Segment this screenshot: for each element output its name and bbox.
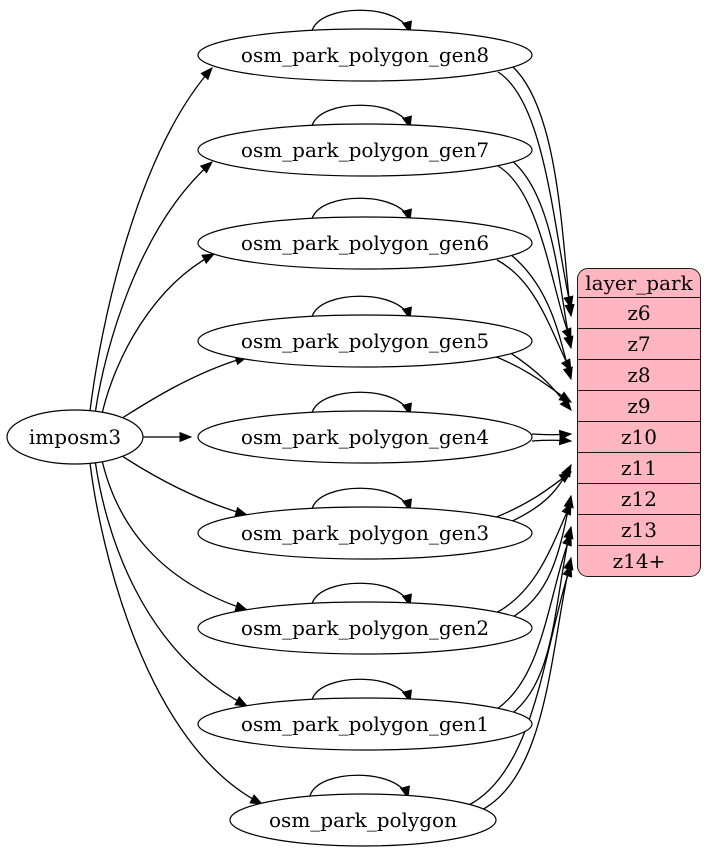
layer-park-table: layer_park z6 z7 z8 z9 z10 z11 z12 z13 z…: [577, 268, 701, 577]
edge-osm_park_polygon_gen4-to-osm_park_polygon_gen4: [311, 391, 412, 417]
edge-osm_park_polygon_gen8-to-osm_park_polygon_gen8: [311, 9, 412, 35]
node-osm-park-polygon-gen2: osm_park_polygon_gen2: [197, 601, 533, 655]
edge-imposm3-to-osm_park_polygon_gen3: [112, 449, 249, 517]
edge-osm_park_polygon_gen6-to-osm_park_polygon_gen6: [311, 197, 412, 223]
edge-osm_park_polygon_gen8-to-layer_park-z6: [497, 71, 574, 310]
edge-osm_park_polygon_gen4-to-layer_park-z10: [531, 434, 573, 446]
edge-osm_park_polygon_gen2-to-layer_park-z12: [508, 494, 574, 620]
edge-imposm3-to-osm_park_polygon_gen1: [94, 459, 249, 707]
edge-osm_park_polygon-to-osm_park_polygon: [309, 774, 410, 800]
edge-osm_park_polygon_gen2-to-osm_park_polygon_gen2: [311, 582, 412, 608]
node-osm-park-polygon-gen8: osm_park_polygon_gen8: [197, 28, 533, 82]
node-osm-park-polygon-gen6: osm_park_polygon_gen6: [197, 216, 533, 270]
edge-osm_park_polygon_gen3-to-osm_park_polygon_gen3: [311, 487, 412, 513]
edge-osm_park_polygon_gen1-to-layer_park-z13: [509, 525, 574, 716]
edge-osm_park_polygon_gen3-to-layer_park-z11: [505, 463, 572, 525]
gen8-ellipse: [197, 28, 533, 82]
node-osm-park-polygon: osm_park_polygon: [229, 793, 497, 847]
layer-row-z13: z13: [578, 514, 700, 545]
layer-park-header: layer_park: [585, 271, 693, 295]
layer-row-z9: z9: [578, 390, 700, 421]
gen6-ellipse: [197, 216, 533, 270]
edge-osm_park_polygon_gen7-to-layer_park-z7: [510, 159, 574, 350]
gen3-ellipse: [197, 506, 533, 560]
edge-imposm3-to-osm_park_polygon_gen5: [112, 355, 249, 425]
polygon-ellipse: [229, 793, 497, 847]
node-osm-park-polygon-gen3: osm_park_polygon_gen3: [197, 506, 533, 560]
edge-imposm3-to-osm_park_polygon_gen6: [100, 253, 216, 419]
gen7-label: osm_park_polygon_gen7: [241, 138, 489, 162]
edge-imposm3-to-osm_park_polygon: [89, 462, 264, 805]
gen4-label: osm_park_polygon_gen4: [241, 425, 489, 449]
gen8-label: osm_park_polygon_gen8: [241, 43, 489, 67]
layer-row-z10: z10: [578, 421, 700, 452]
gen7-ellipse: [197, 123, 533, 177]
layer-row-z7: z7: [578, 328, 700, 359]
edge-osm_park_polygon_gen7-to-layer_park-z7: [497, 165, 572, 342]
gen5-label: osm_park_polygon_gen5: [241, 329, 489, 353]
layer-row-z12: z12: [578, 483, 700, 514]
edge-imposm3-to-osm_park_polygon_gen8: [89, 67, 213, 412]
edge-osm_park_polygon_gen3-to-layer_park-z11: [493, 471, 573, 519]
gen1-ellipse: [197, 697, 533, 751]
gen3-label: osm_park_polygon_gen3: [241, 521, 489, 545]
node-imposm3: imposm3: [6, 409, 144, 465]
edge-imposm3-to-osm_park_polygon_gen2: [100, 455, 249, 612]
node-osm-park-polygon-gen5: osm_park_polygon_gen5: [197, 314, 533, 368]
node-osm-park-polygon-gen7: osm_park_polygon_gen7: [197, 123, 533, 177]
edge-osm_park_polygon_gen8-to-layer_park-z6: [511, 65, 575, 318]
edge-osm_park_polygon_gen2-to-layer_park-z12: [495, 501, 572, 614]
edge-osm_park_polygon_gen6-to-layer_park-z8: [496, 259, 572, 373]
polygon-label: osm_park_polygon: [269, 808, 457, 832]
gen4-ellipse: [197, 410, 533, 464]
node-osm-park-polygon-gen4: osm_park_polygon_gen4: [197, 410, 533, 464]
layer-row-z8: z8: [578, 359, 700, 390]
edge-osm_park_polygon_gen1-to-layer_park-z13: [496, 532, 572, 710]
edge-osm_park_polygon_gen1-to-osm_park_polygon_gen1: [311, 678, 412, 704]
gen5-ellipse: [197, 314, 533, 368]
diagram-edges: [89, 9, 575, 813]
layer-row-z14p: z14+: [578, 545, 700, 576]
edge-osm_park_polygon-to-layer_park-z14+: [466, 563, 573, 807]
node-osm-park-polygon-gen1: osm_park_polygon_gen1: [197, 697, 533, 751]
edge-osm_park_polygon_gen4-to-layer_park-z10: [531, 429, 573, 441]
gen2-ellipse: [197, 601, 533, 655]
edge-imposm3-to-osm_park_polygon_gen7: [94, 161, 213, 415]
gen2-label: osm_park_polygon_gen2: [241, 616, 489, 640]
gen1-label: osm_park_polygon_gen1: [241, 712, 489, 736]
gen6-label: osm_park_polygon_gen6: [241, 231, 489, 255]
edge-osm_park_polygon_gen7-to-osm_park_polygon_gen7: [311, 104, 412, 130]
layer-row-z11: z11: [578, 452, 700, 483]
imposm3-label: imposm3: [29, 425, 121, 449]
layer-row-z6: z6: [578, 297, 700, 328]
edge-osm_park_polygon-to-layer_park-z14+: [477, 556, 574, 813]
edge-osm_park_polygon_gen6-to-layer_park-z8: [509, 253, 573, 381]
edge-osm_park_polygon_gen5-to-osm_park_polygon_gen5: [311, 295, 412, 321]
imposm3-ellipse: [6, 409, 144, 465]
edge-osm_park_polygon_gen5-to-layer_park-z9: [505, 349, 572, 412]
